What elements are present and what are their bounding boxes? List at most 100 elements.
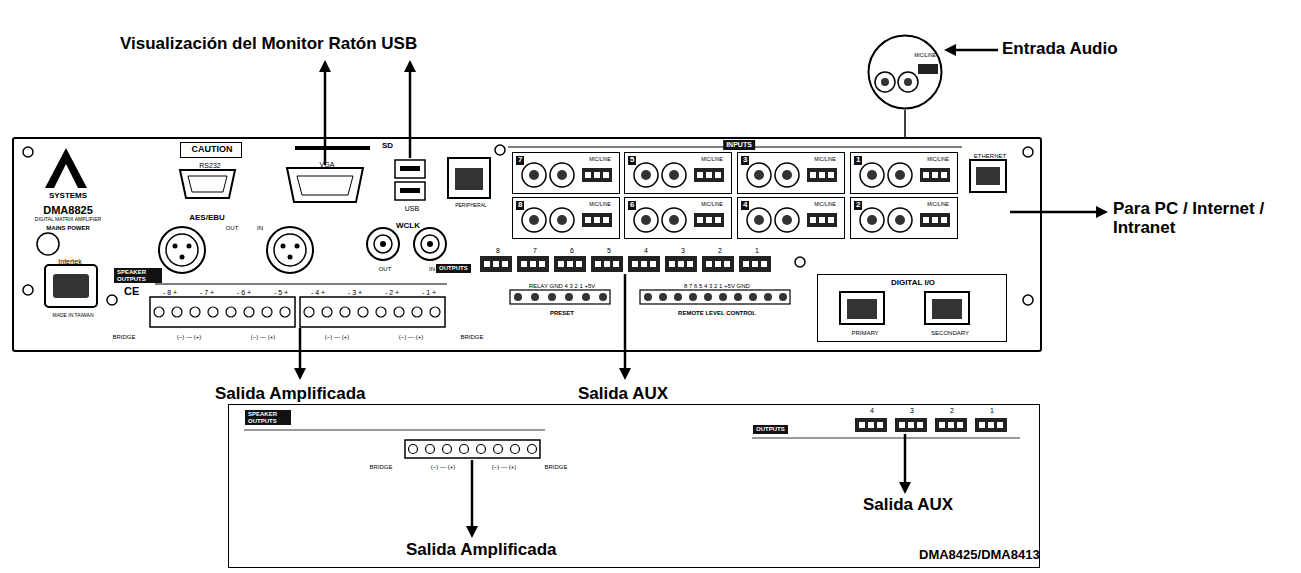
callout-label: Visualización del Monitor Ratón USB <box>120 35 417 54</box>
input-module: 4MIC/LINE <box>737 197 845 239</box>
node-text: 1 <box>990 407 994 415</box>
speaker-terminal <box>154 307 164 317</box>
terminal-slot <box>521 261 527 267</box>
speaker-rule <box>244 429 545 431</box>
speaker-terminal <box>394 307 404 317</box>
input-jack <box>888 208 912 232</box>
xlr-pin <box>295 244 300 249</box>
aux-terminal <box>975 418 1007 432</box>
terminal-slot <box>585 217 591 223</box>
node-text: BRIDGE <box>369 464 392 471</box>
node-text: - 1 + <box>422 289 436 297</box>
speaker-terminal-strip <box>300 297 445 327</box>
arrow-head <box>404 60 416 72</box>
terminal-slot <box>650 261 656 267</box>
input-jack-inner <box>754 215 764 225</box>
input-jack <box>634 208 658 232</box>
ethernet-port <box>970 160 1006 192</box>
input-module: 8MIC/LINE <box>512 197 620 239</box>
preset-terminal-strip <box>510 290 610 304</box>
input-jack-inner <box>669 215 679 225</box>
terminal-block <box>582 168 612 182</box>
sd-slot <box>295 146 370 150</box>
node-text: MIC/LINE <box>589 202 611 208</box>
aux-terminal <box>895 418 927 432</box>
magnifier-ring <box>869 36 942 109</box>
speaker-terminal <box>412 307 422 317</box>
terminal <box>531 293 539 301</box>
jack <box>875 72 895 92</box>
terminal-slot <box>828 172 834 178</box>
input-jack-inner <box>557 215 567 225</box>
node-text: BRIDGE <box>460 334 483 341</box>
terminal-slot <box>604 261 610 267</box>
aux-terminal <box>628 256 660 272</box>
xlr-out-inner <box>166 234 198 266</box>
terminal-block <box>807 213 837 227</box>
input-jack <box>550 208 574 232</box>
bnc-connector <box>414 228 446 260</box>
node-text: MIC/LINE <box>927 202 949 208</box>
screw <box>107 295 117 305</box>
terminal-slot <box>502 261 508 267</box>
node-text: BRIDGE <box>544 464 567 471</box>
node-text: 6 <box>628 201 636 210</box>
node-text: ETHERNET <box>974 153 1006 160</box>
terminal-slot <box>706 172 712 178</box>
terminal-slot <box>948 422 954 428</box>
node-text: Salida Amplificada <box>406 541 557 560</box>
xlr-pin <box>281 244 286 249</box>
xlr-in-inner <box>274 234 306 266</box>
node-text: SD <box>382 142 393 151</box>
node-text: OUT <box>379 266 392 273</box>
terminal-slot <box>715 172 721 178</box>
power-inlet <box>45 265 97 307</box>
node-text: PRESET <box>550 310 574 317</box>
callout-arrow <box>324 70 327 165</box>
aux-terminal <box>480 256 512 272</box>
node-text: 8 <box>496 247 500 255</box>
terminal-slot <box>917 422 923 428</box>
terminal <box>582 293 590 301</box>
input-jack <box>662 208 686 232</box>
node-text: REMOTE LEVEL CONTROL <box>678 310 756 317</box>
terminal-slot <box>715 261 721 267</box>
input-jack <box>747 163 771 187</box>
node-text: DIGITAL I/O <box>891 279 935 288</box>
bnc-connector-inner <box>421 235 439 253</box>
node-text: (−) — (+) <box>431 464 455 471</box>
callout-label: Salida Amplificada <box>215 385 366 404</box>
terminal <box>659 293 667 301</box>
speaker-terminal <box>208 307 218 317</box>
terminal <box>779 293 787 301</box>
node-text: 7 <box>516 156 524 165</box>
speaker-terminal <box>494 445 503 454</box>
node-text: IN <box>257 225 263 232</box>
outlined-box: CAUTION <box>180 142 242 158</box>
rear-panel: SYSTEMSDMA8825DIGITAL MATRIX AMPLIFIERMA… <box>12 137 1042 352</box>
node-text: Salida AUX <box>863 496 953 515</box>
magnifier-circle: MIC/LINE <box>867 34 943 110</box>
input-jack <box>775 163 799 187</box>
node-text: 3 <box>681 247 685 255</box>
node-text: - 4 + <box>311 289 325 297</box>
node-text: OUT <box>226 225 239 232</box>
terminal-slot <box>594 172 600 178</box>
node-text: (−) — (+) <box>492 464 516 471</box>
terminal-slot <box>687 261 693 267</box>
jack-inner <box>881 78 889 86</box>
terminal-slot <box>743 261 749 267</box>
callout-arrow <box>409 70 412 158</box>
arrow-head <box>619 368 631 380</box>
input-jack <box>662 163 686 187</box>
speaker-terminal <box>172 307 182 317</box>
terminal-slot <box>868 422 874 428</box>
terminal-slot <box>539 261 545 267</box>
node-text: CE <box>124 285 139 297</box>
node-text: USB <box>405 205 419 213</box>
callout-arrow <box>471 460 474 528</box>
input-jack-inner <box>895 170 905 180</box>
terminal <box>565 293 573 301</box>
callout-arrow <box>904 434 907 484</box>
node-text: 3 <box>741 156 749 165</box>
